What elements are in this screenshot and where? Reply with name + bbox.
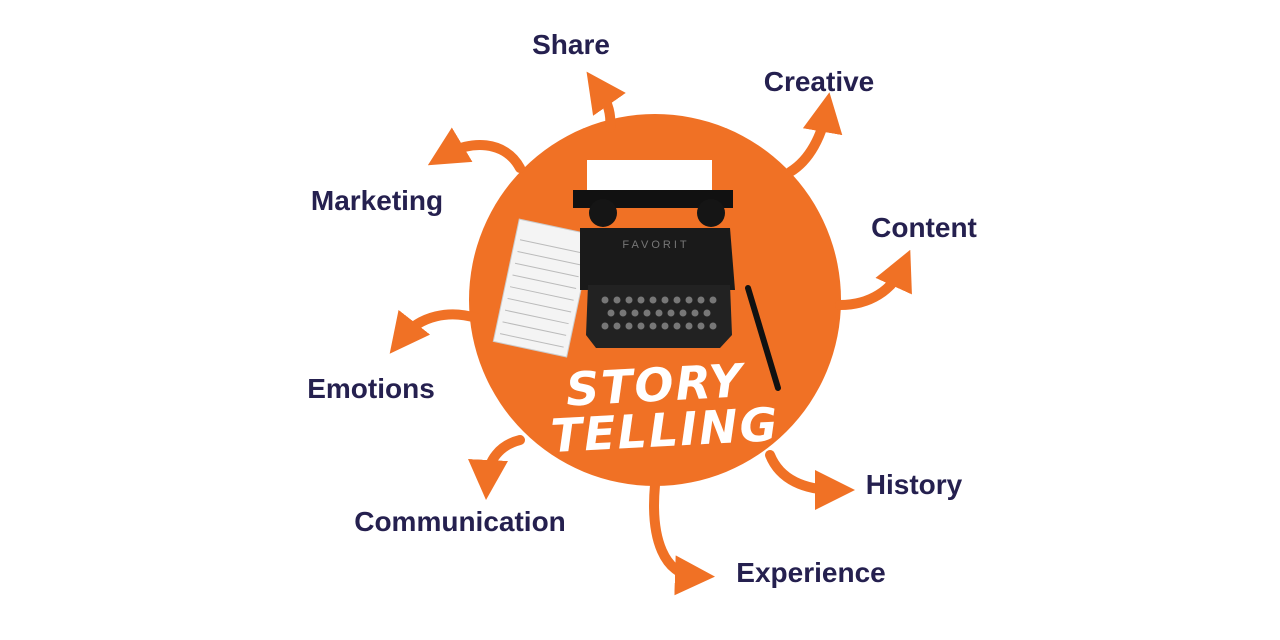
label-marketing: Marketing [310,185,444,216]
pen-image [745,285,781,391]
arrow-share [586,71,626,133]
label-creative: Creative [763,66,875,97]
label-emotions: Emotions [307,373,435,404]
arrow-history [765,450,855,510]
notepad-image [492,218,594,358]
arrow-content [835,249,912,310]
arrow-communication [468,435,525,500]
arrow-creative [785,92,843,177]
arrow-marketing [427,127,525,173]
label-communication: Communication [354,506,566,537]
typewriter-brand: FAVORIT [622,239,689,251]
label-content: Content [871,212,977,243]
label-history: History [865,469,963,500]
arrow-experience [649,480,715,596]
arrow-emotions [389,309,481,354]
typewriter-image: FAVORIT [573,160,735,348]
label-share: Share [532,29,610,60]
label-experience: Experience [736,557,886,588]
